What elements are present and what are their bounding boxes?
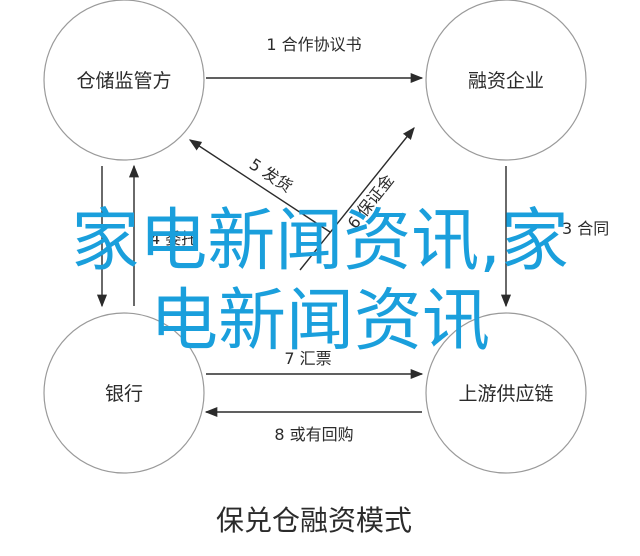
node-circle-bank [43,312,205,474]
node-circle-regulator [43,0,205,161]
node-label-regulator: 仓储监管方 [76,70,171,92]
node-label-supply: 上游供应链 [458,383,553,405]
edge-5-label: 5 发货 [246,155,296,197]
edge-8-label: 8 或有回购 [274,425,353,444]
watermark-text-line2: 电新闻资讯 [149,282,490,361]
node-label-bank: 银行 [105,383,143,405]
edge-5-arrow [188,139,331,233]
node-circle-finance [425,0,587,161]
edge-7-label: 7 汇票 [284,349,331,368]
edge-6-arrow [299,127,415,271]
node-label-finance: 融资企业 [468,70,544,92]
edge-1-label: 1 合作协议书 [266,35,361,54]
node-circle-supply [425,312,587,474]
edge-4-label: 4 委托 [150,229,197,248]
watermark-text-line1: 家电新闻资讯,家 [71,202,569,281]
edge-3-label: 3 合同 [562,219,609,238]
diagram-caption: 保兑仓融资模式 [216,504,412,537]
